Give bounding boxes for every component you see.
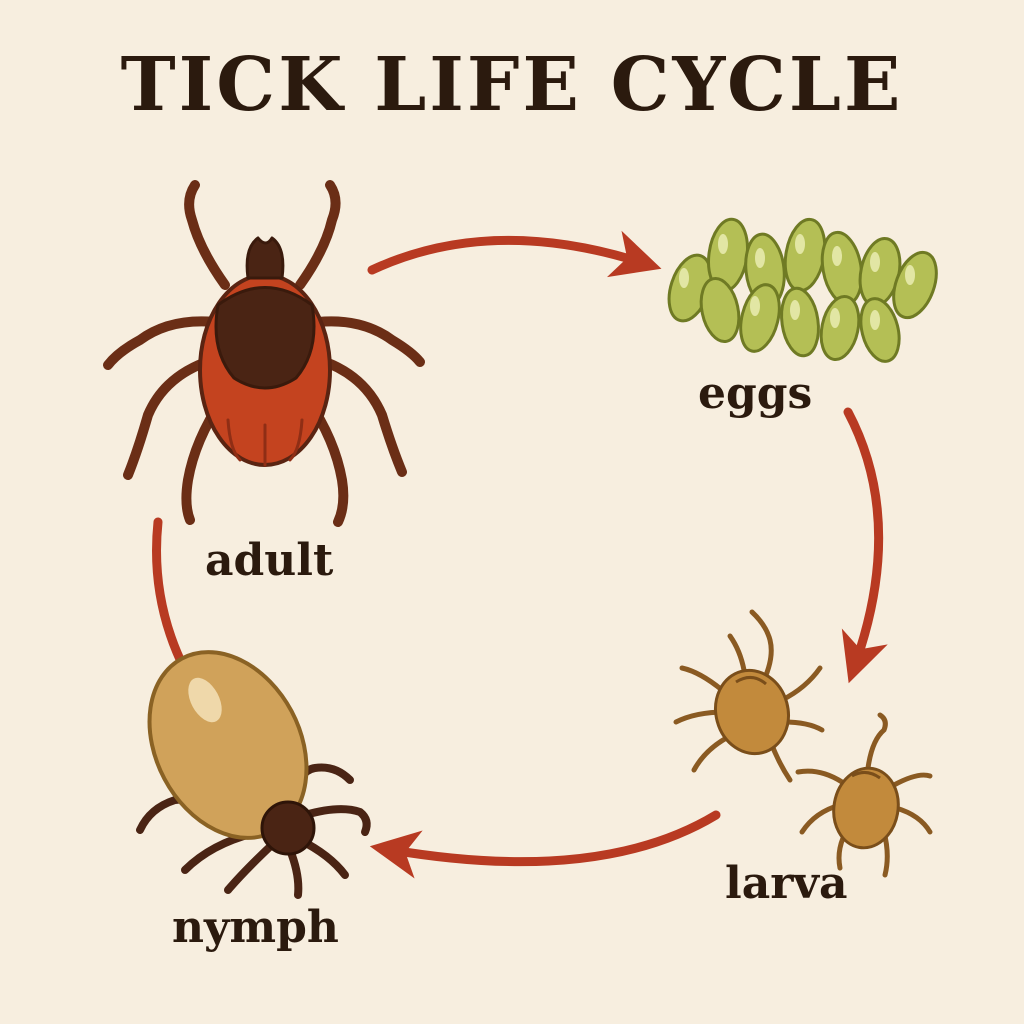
arrow-nymph-to-adult: [152, 517, 190, 675]
arrow-adult-to-eggs: [367, 230, 662, 278]
stage-label-adult: adult: [205, 535, 334, 586]
egg-cluster-icon: [667, 217, 938, 363]
nymph-tick-icon: [136, 650, 371, 899]
arrow-larva-to-nymph: [369, 810, 721, 879]
arrow-eggs-to-larva: [841, 407, 888, 684]
stage-label-larva: larva: [725, 858, 848, 909]
stage-label-nymph: nymph: [172, 902, 339, 953]
stage-label-eggs: eggs: [698, 368, 813, 419]
adult-tick-icon: [103, 180, 425, 527]
larva-tick-icon: [673, 609, 933, 878]
diagram-title: TICK LIFE CYCLE: [120, 42, 904, 128]
